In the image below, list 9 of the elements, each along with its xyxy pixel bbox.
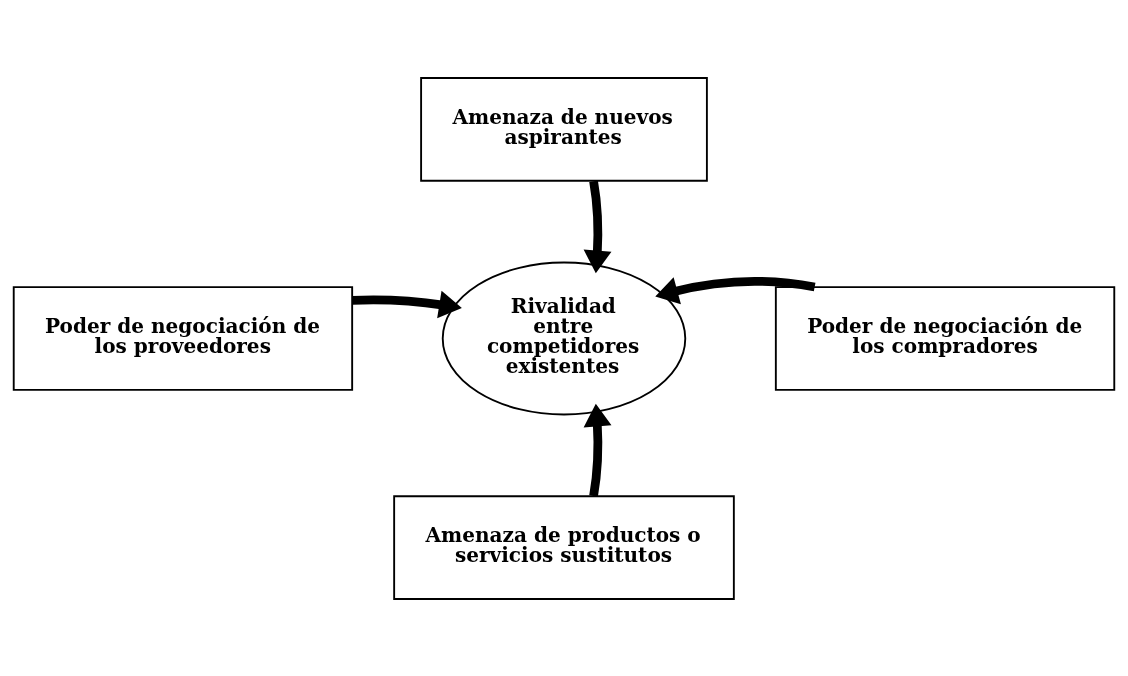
node-box: Amenaza de productos o servicios sustitutos xyxy=(393,494,735,600)
arrow xyxy=(655,276,816,304)
node-ellipse: Rivalidad entre competidores existentes xyxy=(441,261,687,415)
node-box: Amenaza de nuevos aspirantes xyxy=(420,76,708,182)
node-box: Poder de negociación de los proveedores xyxy=(12,285,354,391)
node-box: Poder de negociación de los compradores xyxy=(774,285,1116,391)
arrow xyxy=(583,403,612,497)
arrow xyxy=(583,179,612,273)
arrow xyxy=(352,290,462,318)
